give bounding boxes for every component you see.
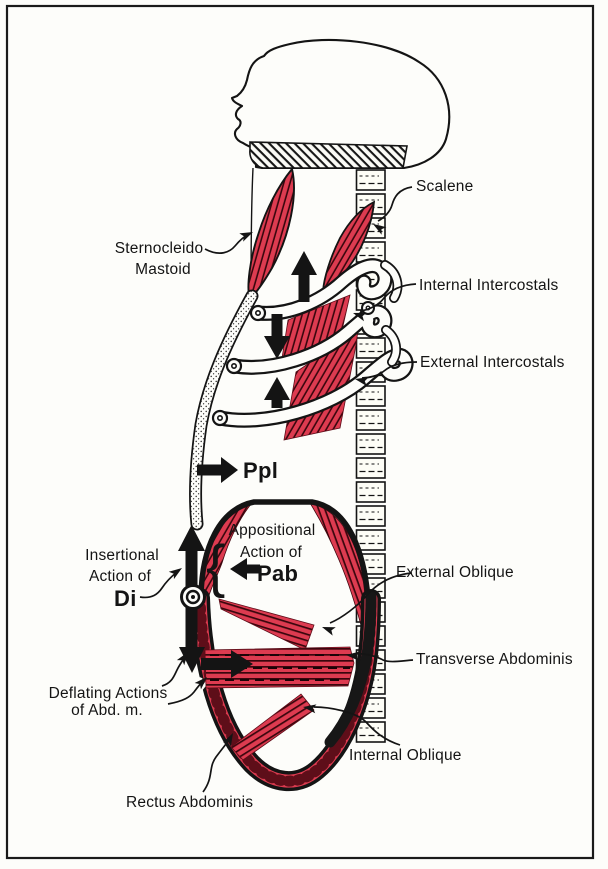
- rectus-abdominis-band: [190, 588, 381, 792]
- rib-cage: [212, 258, 414, 428]
- label-deflating-actions-2: of Abd. m.: [71, 702, 143, 719]
- label-insertional: Insertional: [85, 547, 159, 564]
- label-internal-oblique: Internal Oblique: [349, 747, 462, 764]
- brace-glyph: {: [206, 534, 225, 599]
- jaw-hatched-band: [249, 141, 408, 169]
- action-arrows: [178, 251, 317, 678]
- internal-oblique-muscle: [230, 693, 315, 761]
- label-appositional: Appositional: [229, 522, 316, 539]
- label-di: Di: [114, 586, 137, 611]
- head-profile: [230, 38, 451, 170]
- label-internal-intercostals: Internal Intercostals: [419, 277, 559, 294]
- label-sternocleido-mastoid: Sternocleido: [115, 240, 204, 257]
- rib-cross-section: [361, 301, 375, 315]
- label-pab: Pab: [257, 561, 298, 586]
- label-ppl: Ppl: [243, 458, 278, 483]
- labels: Sternocleido Mastoid Scalene Internal In…: [49, 178, 573, 811]
- label-insertional-2: Action of: [89, 568, 152, 585]
- rib-up-arrow: [264, 377, 290, 408]
- rib: [226, 304, 393, 375]
- ppl-arrow: [197, 457, 238, 483]
- label-scalene: Scalene: [416, 178, 473, 195]
- rib-down-arrow: [264, 314, 290, 359]
- leader-lines: [139, 186, 418, 793]
- costosternal-joints: [211, 304, 267, 427]
- sternum: [189, 289, 259, 531]
- rib-posterior-arc: [380, 260, 403, 367]
- rib: [250, 258, 393, 321]
- label-appositional-2: Action of: [240, 544, 303, 561]
- label-sternocleido-mastoid-2: Mastoid: [135, 261, 191, 278]
- label-external-intercostals: External Intercostals: [420, 354, 565, 371]
- label-rectus-abdominis: Rectus Abdominis: [126, 794, 253, 811]
- transverse-arrow: [201, 650, 253, 678]
- label-external-oblique: External Oblique: [396, 564, 514, 581]
- pab-arrow: [230, 558, 260, 580]
- label-deflating-actions: Deflating Actions: [49, 685, 168, 702]
- neck-up-arrow: [291, 251, 317, 302]
- di-double-arrow: [178, 525, 205, 673]
- label-transverse-abdominis: Transverse Abdominis: [416, 651, 573, 668]
- diaphragm-insertion-bullseye: [180, 584, 206, 610]
